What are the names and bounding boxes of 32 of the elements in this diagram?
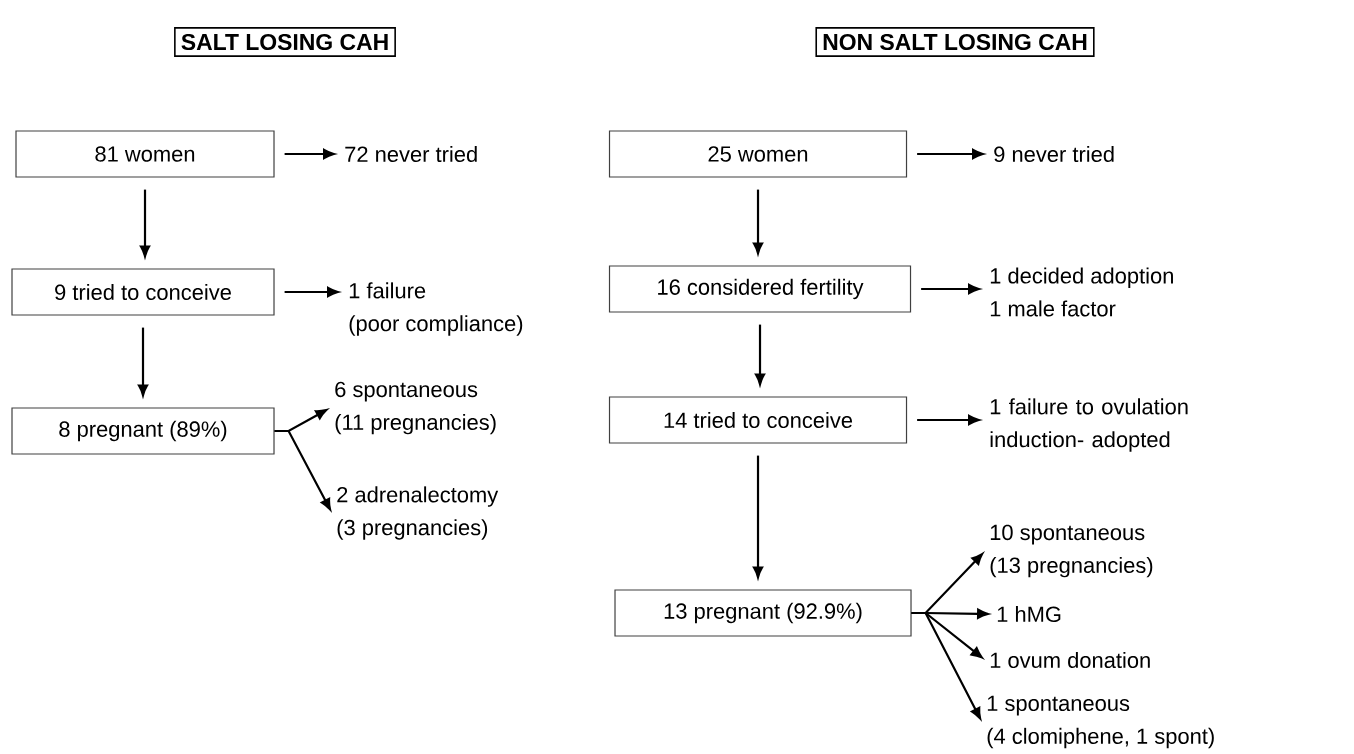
heading-box: SALT LOSING CAH [174, 27, 396, 57]
arrow [284, 286, 339, 298]
outcome-text: 2 adrenalectomy (3 pregnancies) [337, 486, 499, 540]
outcome-text: 6 spontaneous (11 pregnancies) [335, 381, 496, 435]
outcome-text: 1 failure to ovulation induction- adopted [990, 398, 1188, 452]
arrow [284, 148, 335, 160]
arrow [752, 189, 764, 255]
process-box: 14 tried to conceive [608, 396, 908, 444]
process-box: 16 considered fertility [608, 265, 912, 313]
outcome-text: 9 never tried [994, 145, 1114, 163]
arrow [921, 283, 980, 295]
process-box: 81 women [15, 130, 275, 178]
arrow [752, 455, 764, 579]
arrow [911, 611, 982, 720]
outcome-text: 10 spontaneous (13 pregnancies) [990, 524, 1153, 578]
arrow [139, 189, 151, 258]
arrow [917, 148, 984, 160]
arrow [754, 324, 766, 386]
arrow [917, 414, 980, 426]
arrow [137, 327, 149, 397]
outcome-text: 1 ovum donation [990, 651, 1150, 669]
process-box: 8 pregnant (89%) [11, 407, 275, 455]
process-box: 13 pregnant (92.9%) [614, 589, 912, 637]
outcome-text: 1 failure (poor compliance) [349, 282, 523, 336]
arrow [274, 429, 332, 511]
outcome-text: 1 spontaneous (4 clomiphene, 1 spont) [987, 695, 1214, 749]
heading-box: NON SALT LOSING CAH [815, 27, 1095, 57]
outcome-text: 1 hMG [997, 605, 1061, 623]
outcome-text: 1 decided adoption 1 male factor [990, 267, 1173, 317]
process-box: 25 women [608, 130, 908, 178]
process-box: 9 tried to conceive [11, 268, 275, 316]
outcome-text: 72 never tried [345, 145, 477, 163]
